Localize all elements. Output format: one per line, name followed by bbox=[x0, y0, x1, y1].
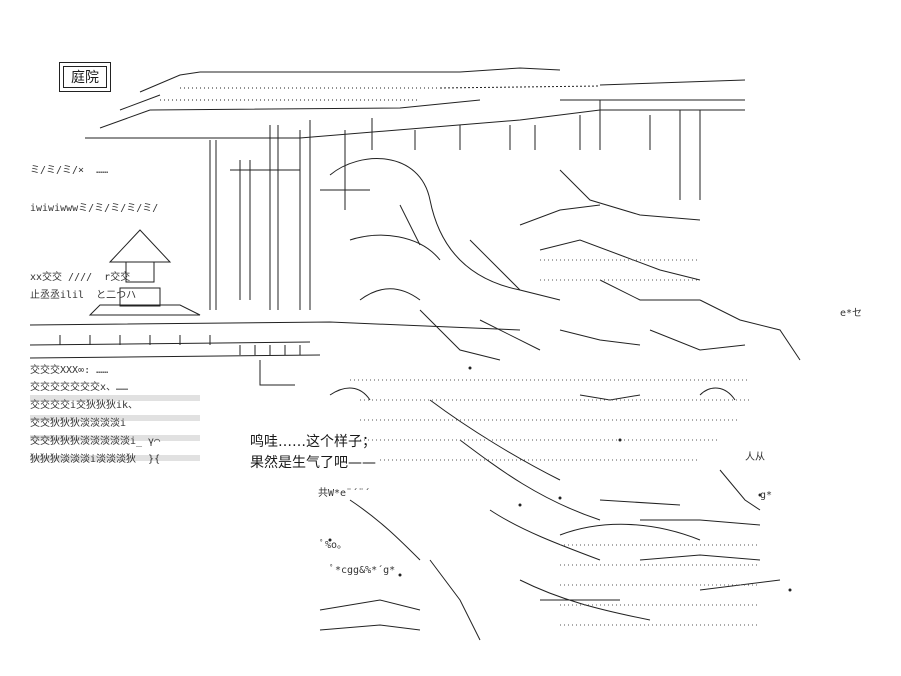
texture-row-n: e*セ bbox=[840, 308, 863, 319]
hair-strands bbox=[319, 399, 781, 641]
texture-row-m: ﾟ%o。 bbox=[320, 540, 348, 551]
dialogue-line-1: 鸣哇……这个样子； bbox=[250, 434, 376, 450]
scene-label: 庭院 bbox=[59, 62, 111, 92]
texture-row-f: 交交交交交交交x、…… bbox=[30, 382, 129, 393]
texture-row-h: 交交狄狄狄淡淡淡淡i bbox=[30, 418, 127, 429]
texture-row-b: iwiwiwwwミ/ミ/ミ/ミ/ミ/ bbox=[30, 203, 159, 214]
dialogue-text: 鸣哇……这个样子； 果然是生气了吧—— bbox=[250, 432, 376, 474]
texture-row-g: 交交交交i交狄狄狄ik、 bbox=[30, 400, 139, 411]
hedge-texture bbox=[30, 395, 200, 461]
texture-row-e: 交交交XXX∞: …… bbox=[30, 365, 109, 376]
scene-label-text: 庭院 bbox=[70, 67, 100, 87]
texture-row-j: 狄狄狄淡淡淡i淡淡淡狄 }{ bbox=[30, 454, 161, 465]
roof-lines bbox=[85, 67, 746, 139]
sparkle-marks bbox=[328, 366, 792, 592]
character-figure bbox=[329, 158, 801, 511]
texture-row-o: 人从 bbox=[745, 452, 765, 463]
stone-lamp bbox=[88, 229, 201, 316]
texture-row-k: 共W*e¨´¨´ bbox=[318, 488, 371, 499]
texture-row-p: g* bbox=[760, 490, 773, 501]
dotted-shading bbox=[350, 259, 760, 626]
texture-row-l: ﾟ*cgg&%*´g* bbox=[330, 565, 396, 576]
pillars bbox=[209, 100, 701, 310]
texture-row-c: xx交交 //// r交交 bbox=[30, 272, 131, 283]
railing bbox=[29, 321, 521, 386]
texture-row-i: 交交狄狄狄淡淡淡淡淡i_ γ⌒ bbox=[30, 436, 161, 447]
texture-row-d: 止丞丞ilil と二つハ bbox=[30, 290, 137, 301]
texture-row-a: ミ/ミ/ミ/× …… bbox=[30, 165, 109, 176]
dialogue-line-2: 果然是生气了吧—— bbox=[250, 455, 376, 471]
